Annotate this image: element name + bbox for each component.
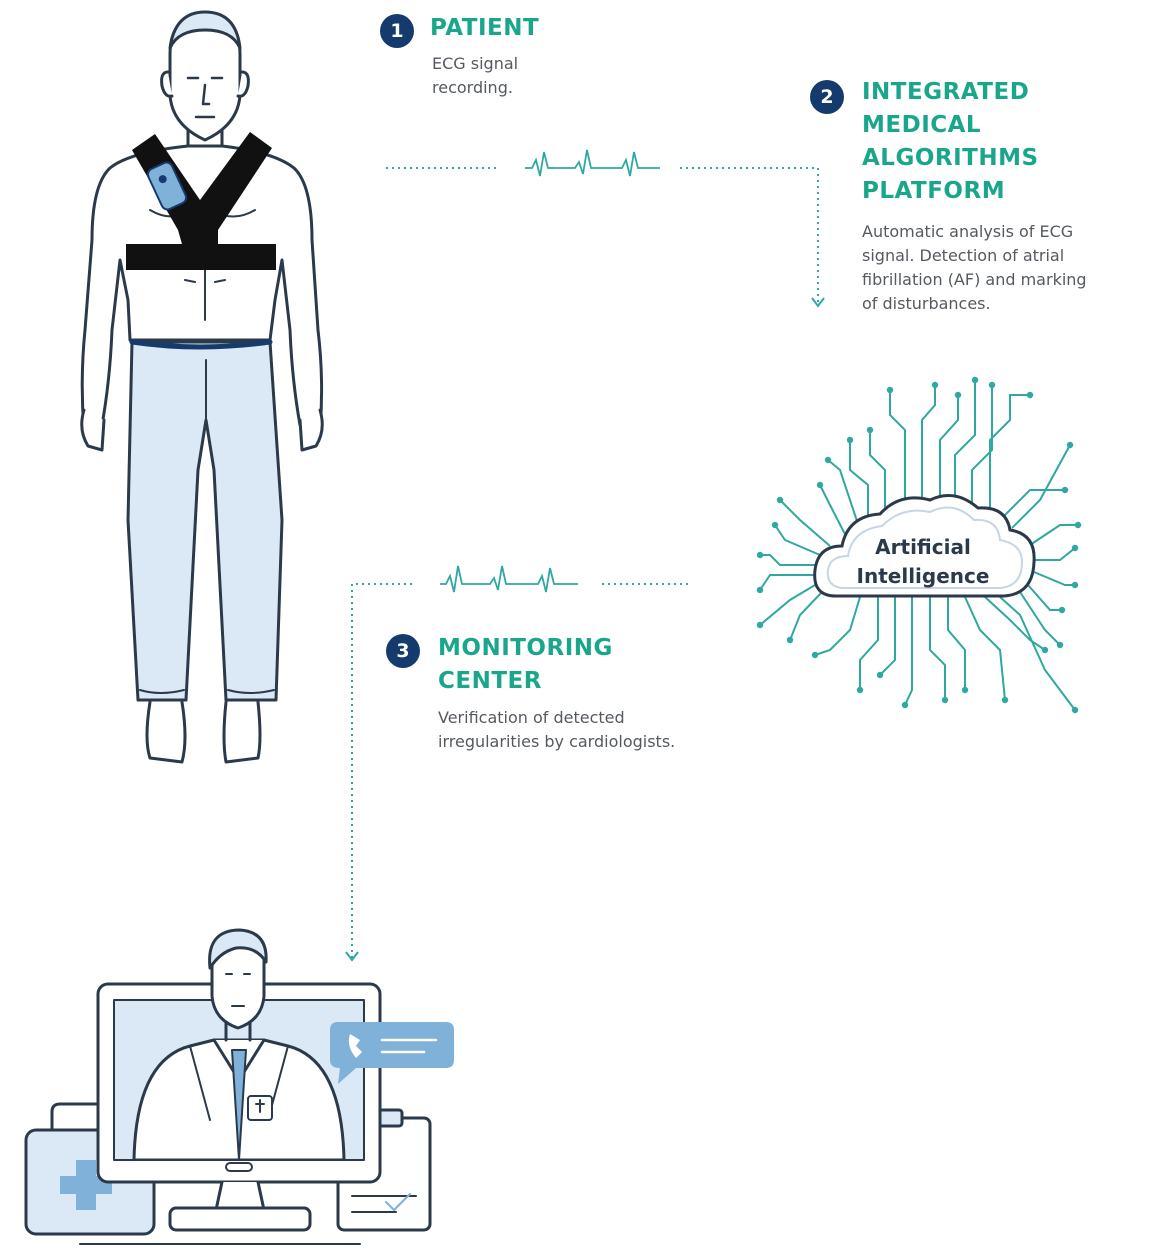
step-1-title: PATIENT [430, 15, 540, 41]
patient-illustration [80, 10, 324, 764]
circuit-node [941, 696, 949, 704]
ecg-vest-belt [126, 244, 276, 270]
ecg-device [146, 161, 188, 211]
phone-chat-bubble-icon [330, 1022, 454, 1084]
circuit-node [756, 551, 764, 559]
circuit-trace [774, 524, 821, 556]
circuit-trace [760, 554, 815, 566]
circuit-trace [759, 584, 816, 626]
circuit-trace [1011, 444, 1071, 529]
ai-label-line-2: Intelligence [856, 564, 990, 588]
step-3-title-line-1: MONITORING [438, 635, 613, 661]
circuit-node [1074, 521, 1082, 529]
step-1-desc-line-1: ECG signal [432, 54, 519, 73]
ai-circuit-illustration [756, 376, 1082, 714]
ai-cloud-label: Artificial Intelligence [812, 533, 1034, 591]
circuit-node [954, 391, 962, 399]
step-3-desc-line-2: irregularities by cardiologists. [438, 732, 676, 751]
circuit-node [961, 686, 969, 694]
step-3-desc-line-1: Verification of detected [438, 708, 625, 727]
circuit-trace [971, 385, 993, 505]
circuit-node [1071, 544, 1079, 552]
circuit-node [1071, 581, 1079, 589]
circuit-node [1066, 441, 1074, 449]
step-2-title-line-3: ALGORITHMS [862, 145, 1039, 171]
circuit-trace [964, 596, 1006, 701]
circuit-trace [904, 597, 913, 706]
circuit-node [824, 456, 832, 464]
circuit-trace [984, 596, 1046, 651]
step-2-title-line-1: INTEGRATED [862, 79, 1030, 105]
circuit-node [971, 376, 979, 384]
circuit-trace [929, 597, 946, 700]
ai-label-line-1: Artificial [875, 535, 971, 559]
patient-pants [126, 340, 284, 702]
doctor-monitor-illustration [24, 928, 454, 1245]
circuit-node [1071, 706, 1079, 714]
patient-torso [80, 144, 324, 442]
circuit-node [846, 436, 854, 444]
circuit-trace [921, 385, 936, 505]
circuit-node [886, 386, 894, 394]
circuit-trace [889, 390, 906, 512]
step-2-title-line-2: MEDICAL [862, 112, 982, 138]
step-3-badge: 3 [386, 634, 420, 668]
circuit-node [876, 671, 884, 679]
connector-ai-to-monitoring [345, 565, 688, 962]
ecg-wave [525, 149, 660, 177]
circuit-trace [869, 430, 886, 516]
circuit-trace [939, 395, 959, 500]
circuit-node [771, 521, 779, 529]
circuit-trace [827, 459, 861, 531]
step-2-title-line-4: PLATFORM [862, 178, 1006, 204]
circuit-trace [1027, 584, 1062, 611]
step-2-badge: 2 [810, 80, 844, 114]
circuit-node [931, 381, 939, 389]
circuit-trace [779, 499, 831, 547]
circuit-node [756, 586, 764, 594]
circuit-node [1061, 486, 1069, 494]
circuit-node [1026, 391, 1034, 399]
ecg-wave [440, 565, 578, 593]
circuit-node [816, 481, 824, 489]
circuit-node [811, 651, 819, 659]
circuit-node [1041, 646, 1049, 654]
circuit-trace [879, 597, 896, 676]
step-1-desc-line-2: recording. [432, 78, 513, 97]
circuit-trace [989, 394, 1030, 510]
circuit-trace [814, 596, 861, 656]
circuit-node [756, 621, 764, 629]
circuit-node [1058, 606, 1066, 614]
step-2-desc-line-4: of disturbances. [862, 294, 991, 313]
circuit-trace [1034, 547, 1076, 561]
circuit-node [856, 686, 864, 694]
circuit-node [776, 496, 784, 504]
circuit-trace [759, 574, 818, 591]
circuit-node [786, 636, 794, 644]
circuit-node [901, 701, 909, 709]
circuit-trace [849, 440, 869, 524]
circuit-trace [1029, 524, 1078, 546]
circuit-trace [999, 596, 1076, 711]
circuit-trace [1019, 591, 1061, 646]
circuit-node [1001, 696, 1009, 704]
circuit-trace [859, 597, 879, 690]
circuit-trace [789, 591, 823, 641]
step-2-desc-line-3: fibrillation (AF) and marking [862, 270, 1087, 289]
circuit-trace [1033, 571, 1075, 586]
step-2-desc-line-1: Automatic analysis of ECG [862, 222, 1074, 241]
step-2-desc-line-2: signal. Detection of atrial [862, 246, 1065, 265]
circuit-node [866, 426, 874, 434]
connector-patient-to-platform [386, 149, 825, 308]
circuit-node [988, 381, 996, 389]
step-1-badge: 1 [380, 14, 414, 48]
circuit-trace [819, 484, 849, 541]
circuit-trace [999, 489, 1065, 521]
circuit-trace [954, 380, 976, 495]
circuit-node [1056, 641, 1064, 649]
step-3-title-line-2: CENTER [438, 668, 542, 694]
circuit-trace [947, 597, 966, 690]
